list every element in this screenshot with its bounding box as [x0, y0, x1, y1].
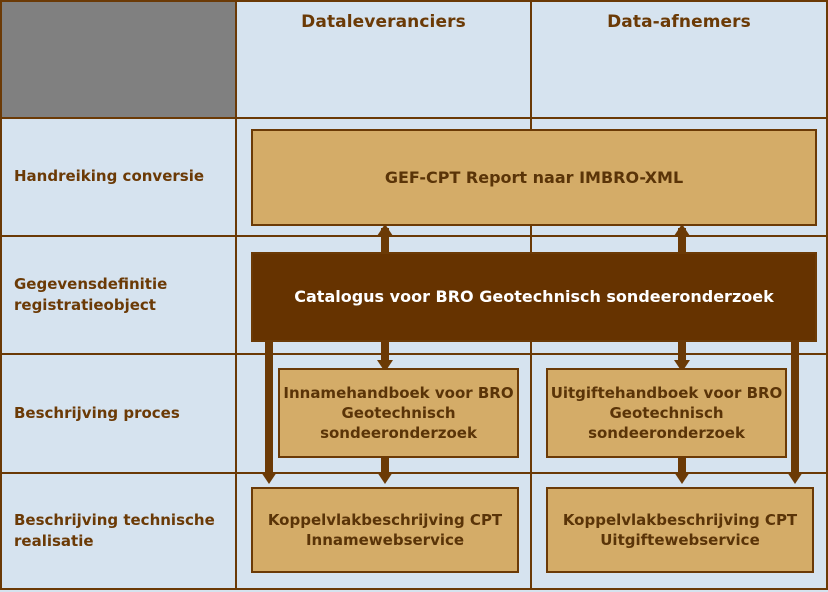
connector-innamehandboek-to-koppelvlak-arrowhead	[377, 472, 393, 484]
header-spacer-block	[0, 0, 236, 118]
connector-catalogus-to-gefcpt-line	[381, 228, 389, 254]
node-uitgiftehandboek[interactable]: Uitgiftehandboek voor BRO Geotechnisch s…	[546, 368, 787, 458]
connector-uitgiftehandboek-to-koppelvlak-line	[678, 457, 686, 475]
connector-catalogus-to-koppelvlak-uitgifte-line	[791, 340, 799, 475]
connector-catalogus-to-koppelvlak-inname-arrowhead	[261, 472, 277, 484]
row-label-beschrijving-technische-realisatie: Beschrijving technische realisatie	[14, 511, 215, 550]
connector-catalogus-to-gefcpt-right-line	[678, 228, 686, 254]
grid-line-row-3	[0, 353, 828, 355]
connector-catalogus-to-uitgiftehandboek-line	[678, 340, 686, 364]
grid-line-row-4	[0, 472, 828, 474]
row-label-handreiking-conversie: Handreiking conversie	[14, 167, 205, 186]
node-catalogus-bro-geotechnisch-sondeeronderzoek[interactable]: Catalogus voor BRO Geotechnisch sondeero…	[251, 252, 817, 342]
connector-uitgiftehandboek-to-koppelvlak-arrowhead	[674, 472, 690, 484]
grid-line-right	[826, 0, 828, 590]
connector-catalogus-to-koppelvlak-inname-line	[265, 340, 273, 475]
node-koppelvlakbeschrijving-cpt-innamewebservice[interactable]: Koppelvlakbeschrijving CPT Innamewebserv…	[251, 487, 519, 573]
grid-line-top	[0, 0, 828, 2]
column-header-dataleveranciers: Dataleveranciers	[301, 12, 466, 32]
row-label-gegevensdefinitie-registratieobject: Gegevensdefinitie registratieobject	[14, 275, 168, 314]
column-header-data-afnemers: Data-afnemers	[607, 12, 751, 32]
grid-line-left	[0, 0, 2, 590]
connector-innamehandboek-to-koppelvlak-line	[381, 457, 389, 475]
connector-catalogus-to-gefcpt-arrowhead	[377, 224, 393, 236]
connector-catalogus-to-gefcpt-right-arrowhead	[674, 224, 690, 236]
node-koppelvlakbeschrijving-cpt-uitgiftewebservice[interactable]: Koppelvlakbeschrijving CPT Uitgiftewebse…	[546, 487, 814, 573]
connector-catalogus-to-koppelvlak-uitgifte-arrowhead	[787, 472, 803, 484]
connector-catalogus-to-innamehandboek-line	[381, 340, 389, 364]
grid-line-row-2	[0, 235, 828, 237]
grid-line-row-1	[0, 117, 828, 119]
grid-line-bottom	[0, 588, 828, 590]
row-label-beschrijving-proces: Beschrijving proces	[14, 403, 180, 422]
node-innamehandboek[interactable]: Innamehandboek voor BRO Geotechnisch son…	[278, 368, 519, 458]
grid-line-col-1	[235, 0, 237, 590]
node-gef-cpt-report[interactable]: GEF-CPT Report naar IMBRO-XML	[251, 129, 817, 226]
